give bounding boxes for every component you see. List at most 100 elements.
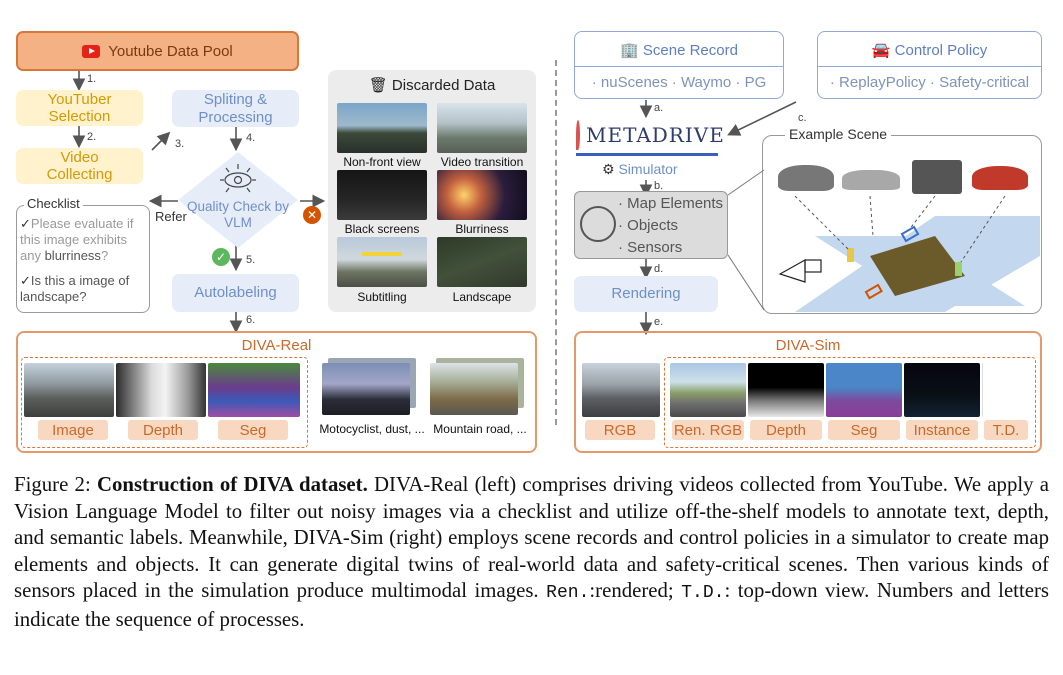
- diva-sim-panel: [574, 331, 1042, 453]
- sim-ren-rgb-thumb: [670, 363, 746, 417]
- example-scene-title: Example Scene: [785, 126, 892, 142]
- scene-record-divider: [574, 66, 784, 67]
- real-depth-thumb: [116, 363, 206, 417]
- scene-record-items: · nuScenes · Waymo · PG: [591, 74, 767, 91]
- sim-depth-thumb: [748, 363, 824, 417]
- diva-sim-annot-group: [664, 357, 1036, 448]
- step-1-label: 1.: [87, 73, 97, 85]
- metadrive-logo-icon: [576, 119, 580, 150]
- caption-text-3: : top-down view. Numbers and letters ind…: [14, 579, 1049, 631]
- example-road-map: [778, 196, 1040, 312]
- scene-record-panel: [574, 31, 784, 99]
- example-scene-panel: [762, 135, 1042, 314]
- vehicle-truck: [912, 160, 962, 194]
- diva-real-panel: [16, 331, 537, 453]
- discarded-label-3: Blurriness: [455, 222, 509, 236]
- caption-ren: Ren.: [546, 583, 590, 603]
- step-a-label: a.: [654, 102, 664, 114]
- diva-real-title: DIVA-Real: [241, 337, 312, 354]
- car-icon: 🚘: [871, 42, 891, 59]
- sim-tag-depth: Depth: [750, 420, 822, 440]
- youtube-data-pool-label: Youtube Data Pool: [108, 42, 233, 60]
- scene-record-header: 🏢 Scene Record: [620, 42, 738, 59]
- discarded-thumb-non-front: [337, 103, 427, 153]
- rendering-label: Rendering: [611, 285, 681, 302]
- sim-instance-thumb: [904, 363, 980, 417]
- sim-tag-instance: Instance: [906, 420, 978, 440]
- caption-label: Figure 2:: [14, 473, 97, 496]
- control-policy-panel: [817, 31, 1042, 99]
- youtube-icon: [82, 44, 101, 58]
- video-collecting-label: Video Collecting: [46, 149, 113, 183]
- sim-topdown-thumb: [982, 363, 1030, 417]
- simulator-label-row: ⚙ Simulator: [602, 161, 678, 177]
- control-policy-items: · ReplayPolicy · Safety-critical: [829, 74, 1030, 91]
- youtuber-selection-box: YouTuber Selection: [16, 90, 143, 126]
- discarded-label-5: Landscape: [452, 290, 512, 304]
- discarded-thumb-black: [337, 170, 427, 220]
- step-e-label: e.: [654, 316, 664, 328]
- youtuber-selection-label: YouTuber Selection: [47, 91, 112, 125]
- vehicle-beetle: [778, 165, 834, 191]
- caption-text-2: :rendered;: [589, 579, 682, 602]
- real-tag-image: Image: [38, 420, 108, 440]
- checklist-box: [16, 205, 150, 313]
- step-d-label: d.: [654, 263, 664, 275]
- real-motorcyclist-thumb: [322, 363, 410, 415]
- real-caption-motorcyclist: Motocyclist, dust, ...: [319, 422, 425, 436]
- discarded-label-1: Video transition: [440, 155, 524, 169]
- real-mountain-thumb: [430, 363, 518, 415]
- discarded-thumb-landscape: [437, 237, 527, 287]
- spliting-processing-label: Spliting & Processing: [198, 90, 273, 126]
- autolabeling-box: Autolabeling: [172, 274, 299, 312]
- caption-text-1: DIVA-Real (left) comprises driving video…: [14, 473, 1049, 602]
- subtitle-bar: [362, 252, 402, 256]
- reject-circle-icon: ✕: [303, 206, 321, 224]
- metadrive-logo: METADRIVE: [576, 116, 724, 156]
- checkmark-icon: ✓: [20, 216, 31, 231]
- discarded-label-2: Black screens: [344, 222, 420, 236]
- discarded-thumb-blurry: [437, 170, 527, 220]
- camera-sensor-icon: [778, 258, 822, 283]
- checklist-item-1: ✓Please evaluate if this image exhibits …: [20, 216, 134, 263]
- refer-label: Refer: [155, 209, 187, 224]
- step-5-label: 5.: [246, 254, 256, 266]
- zoom-connector-lines: [727, 169, 765, 311]
- step-b-label: b.: [654, 180, 664, 192]
- check-circle-icon: ✓: [212, 248, 230, 266]
- autolabeling-label: Autolabeling: [194, 284, 277, 301]
- caption-td: T.D.: [681, 583, 725, 603]
- control-policy-divider: [817, 66, 1042, 67]
- trash-icon: 🗑: [368, 77, 388, 94]
- simulator-icon: ⚙: [602, 161, 615, 177]
- vehicle-red-car: [972, 166, 1028, 190]
- real-seg-thumb: [208, 363, 300, 417]
- diva-real-annot-group: [21, 357, 308, 448]
- rendering-box: Rendering: [574, 276, 718, 312]
- sim-tag-ren-rgb: Ren. RGB: [672, 420, 744, 440]
- step-3-label: 3.: [175, 138, 185, 150]
- checkmark-icon: ✓: [20, 273, 31, 288]
- sim-elements-icon: [580, 206, 616, 242]
- caption-bold: Construction of DIVA dataset.: [96, 473, 368, 496]
- control-policy-header: 🚘 Control Policy: [871, 42, 988, 59]
- discarded-label-4: Subtitling: [357, 290, 407, 304]
- discarded-label-0: Non-front view: [343, 155, 421, 169]
- quality-check-diamond: [178, 152, 298, 248]
- youtube-data-pool-box: Youtube Data Pool: [16, 31, 299, 71]
- step-c-label: c.: [798, 112, 807, 124]
- discarded-thumb-subtitle: [337, 237, 427, 287]
- left-flow-arrows: [72, 71, 326, 334]
- step-2-label: 2.: [87, 131, 97, 143]
- spliting-processing-box: Spliting & Processing: [172, 90, 299, 127]
- discarded-data-header: 🗑 Discarded Data: [368, 77, 496, 94]
- diva-sim-title: DIVA-Sim: [775, 337, 841, 354]
- quality-check-label: Quality Check by VLM: [186, 199, 290, 230]
- vehicle-sports-car: [842, 170, 900, 190]
- sim-tag-rgb: RGB: [585, 420, 655, 440]
- step-4-label: 4.: [246, 132, 256, 144]
- sim-rgb-thumb: [582, 363, 660, 417]
- figure-caption: Figure 2: Construction of DIVA dataset. …: [14, 472, 1049, 633]
- video-collecting-box: Video Collecting: [16, 148, 143, 184]
- building-icon: 🏢: [620, 42, 639, 59]
